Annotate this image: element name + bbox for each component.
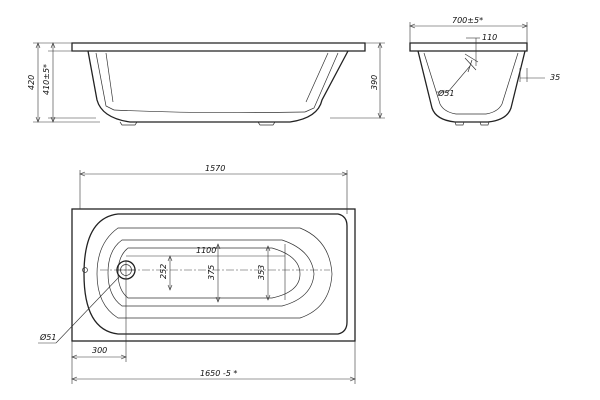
end-width-label: 700±5* [452,16,483,25]
end-view-rim [409,42,528,52]
side-view-feet [119,121,276,126]
side-height-right-label: 390 [370,75,379,90]
end-view-body [417,50,526,123]
drain-icon [116,260,136,280]
plan-outer-rim [71,208,356,342]
plan-total-length-label: 1650 -5 * [200,369,237,378]
side-height-total-label: 420 [27,75,36,90]
side-view-rim [71,42,366,52]
plan-bottom-contour [96,227,333,319]
side-height-inner-label: 410±5* [42,64,51,95]
plan-drain-offset-label: 300 [92,346,107,355]
end-drain-label: Ø51 [437,88,454,98]
end-view-inner [423,52,519,115]
end-overflow-offset-label: 110 [482,33,497,42]
side-view-floor [113,109,306,114]
side-view-inner-right-2 [305,52,329,103]
end-view-feet [454,121,490,126]
overflow-icon [82,267,88,273]
plan-bottom-width-left-label: 375 [207,265,216,280]
plan-drain-diameter-label: Ø51 [39,332,56,342]
plan-view: 1570 1100 252 375 353 Ø51 300 1650 -5 * [38,164,356,384]
plan-bottom-length-label: 1100 [196,246,216,255]
end-wall-label: 35 [550,73,560,82]
plan-drain-dim-label: 252 [159,264,168,279]
plan-bottom-width-right-label: 353 [257,265,266,280]
plan-bottom-inner [107,239,315,307]
side-view-inner-left [95,52,115,111]
side-view-inner-left-2 [105,52,114,103]
plan-inner-length-label: 1570 [205,164,225,173]
end-view: 700±5* 110 35 Ø51 [409,16,560,126]
plan-inner-contour [83,213,348,335]
side-view-inner-right [304,52,339,113]
side-view-body [87,50,349,123]
side-view: 420 410±5* 390 [27,42,385,126]
